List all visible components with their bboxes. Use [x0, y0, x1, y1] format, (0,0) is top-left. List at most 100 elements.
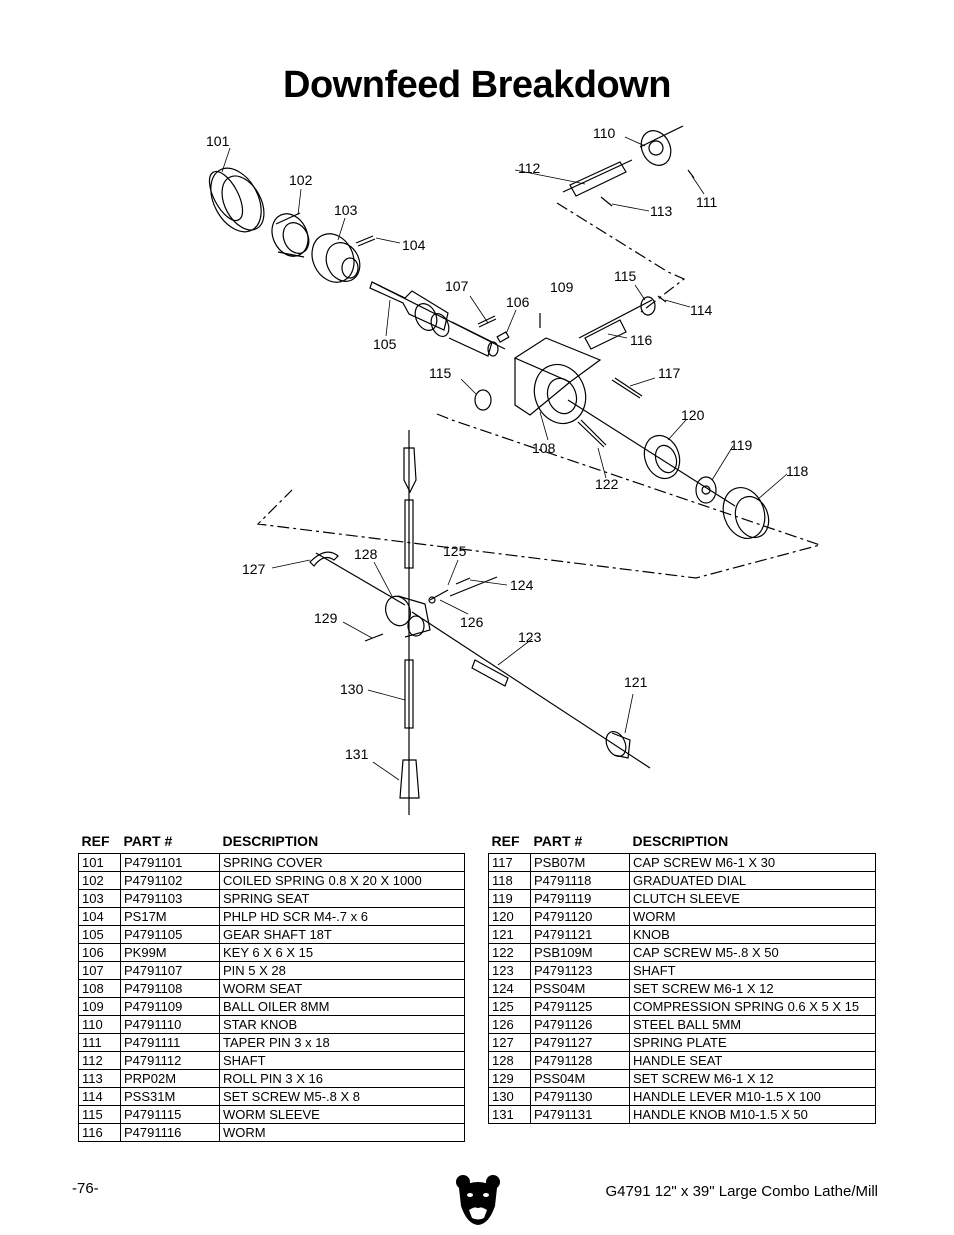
- cell-description: COMPRESSION SPRING 0.6 X 5 X 15: [629, 997, 876, 1016]
- cell-part-number: PS17M: [120, 907, 220, 926]
- cell-description: SPRING COVER: [219, 853, 465, 872]
- callout-102: 102: [289, 172, 313, 188]
- cell-part-number: P4791101: [120, 853, 220, 872]
- cell-description: WORM SLEEVE: [219, 1105, 465, 1124]
- cell-part-number: P4791125: [530, 997, 630, 1016]
- header-description: DESCRIPTION: [222, 833, 319, 849]
- callout-106: 106: [506, 294, 530, 310]
- cell-ref: 126: [488, 1015, 531, 1034]
- page-number: -76-: [72, 1180, 99, 1197]
- callout-117: 117: [658, 365, 681, 381]
- cell-description: STEEL BALL 5MM: [629, 1015, 876, 1034]
- cell-description: KNOB: [629, 925, 876, 944]
- callout-127: 127: [242, 561, 266, 577]
- cell-part-number: PRP02M: [120, 1069, 220, 1088]
- callout-111: 111: [696, 194, 717, 210]
- cell-ref: 110: [78, 1015, 121, 1034]
- cell-part-number: P4791126: [530, 1015, 630, 1034]
- cell-description: PHLP HD SCR M4-.7 x 6: [219, 907, 465, 926]
- header-part: PART #: [533, 833, 583, 849]
- cell-description: SPRING SEAT: [219, 889, 465, 908]
- callout-124: 124: [510, 577, 534, 593]
- cell-ref: 129: [488, 1069, 531, 1088]
- table-header-row: REF PART # DESCRIPTION: [489, 832, 876, 854]
- cell-ref: 121: [488, 925, 531, 944]
- cell-part-number: PSB109M: [530, 943, 630, 962]
- cell-ref: 101: [78, 853, 121, 872]
- cell-description: STAR KNOB: [219, 1015, 465, 1034]
- cell-ref: 102: [78, 871, 121, 890]
- header-description: DESCRIPTION: [632, 833, 729, 849]
- model-info: G4791 12" x 39" Large Combo Lathe/Mill: [605, 1183, 878, 1200]
- cell-ref: 113: [78, 1069, 121, 1088]
- callout-123: 123: [518, 629, 542, 645]
- cell-description: HANDLE SEAT: [629, 1051, 876, 1070]
- cell-description: CAP SCREW M6-1 X 30: [629, 853, 876, 872]
- cell-ref: 122: [488, 943, 531, 962]
- cell-description: SPRING PLATE: [629, 1033, 876, 1052]
- callout-103: 103: [334, 202, 358, 218]
- cell-ref: 118: [488, 871, 531, 890]
- cell-description: SET SCREW M5-.8 X 8: [219, 1087, 465, 1106]
- cell-ref: 124: [488, 979, 531, 998]
- cell-part-number: P4791123: [530, 961, 630, 980]
- cell-part-number: PSS31M: [120, 1087, 220, 1106]
- cell-part-number: P4791108: [120, 979, 220, 998]
- cell-description: HANDLE LEVER M10-1.5 X 100: [629, 1087, 876, 1106]
- cell-part-number: P4791111: [120, 1033, 220, 1052]
- callout-109: 109: [550, 279, 574, 295]
- cell-ref: 117: [488, 853, 531, 872]
- cell-description: BALL OILER 8MM: [219, 997, 465, 1016]
- callout-116: 116: [630, 332, 653, 348]
- callout-107: 107: [445, 278, 469, 294]
- cell-ref: 119: [488, 889, 531, 908]
- callout-101: 101: [206, 133, 230, 149]
- cell-ref: 125: [488, 997, 531, 1016]
- cell-ref: 115: [78, 1105, 121, 1124]
- callout-120: 120: [681, 407, 705, 423]
- cell-part-number: P4791121: [530, 925, 630, 944]
- cell-description: WORM: [219, 1123, 465, 1142]
- callout-115-lower: 115: [429, 365, 452, 381]
- cell-part-number: P4791102: [120, 871, 220, 890]
- cell-part-number: P4791105: [120, 925, 220, 944]
- callout-104: 104: [402, 237, 426, 253]
- cell-description: SHAFT: [629, 961, 876, 980]
- cell-part-number: P4791128: [530, 1051, 630, 1070]
- callout-110: 110: [593, 125, 616, 141]
- cell-part-number: P4791127: [530, 1033, 630, 1052]
- header-ref: REF: [491, 833, 520, 849]
- cell-description: CLUTCH SLEEVE: [629, 889, 876, 908]
- callout-119: 119: [730, 437, 753, 453]
- header-ref: REF: [81, 833, 110, 849]
- cell-part-number: P4791131: [530, 1105, 630, 1124]
- callout-118: 118: [786, 463, 809, 479]
- callout-129: 129: [314, 610, 338, 626]
- cell-part-number: P4791118: [530, 871, 630, 890]
- callout-105: 105: [373, 336, 397, 352]
- callout-130: 130: [340, 681, 364, 697]
- cell-part-number: PSS04M: [530, 1069, 630, 1088]
- cell-part-number: PK99M: [120, 943, 220, 962]
